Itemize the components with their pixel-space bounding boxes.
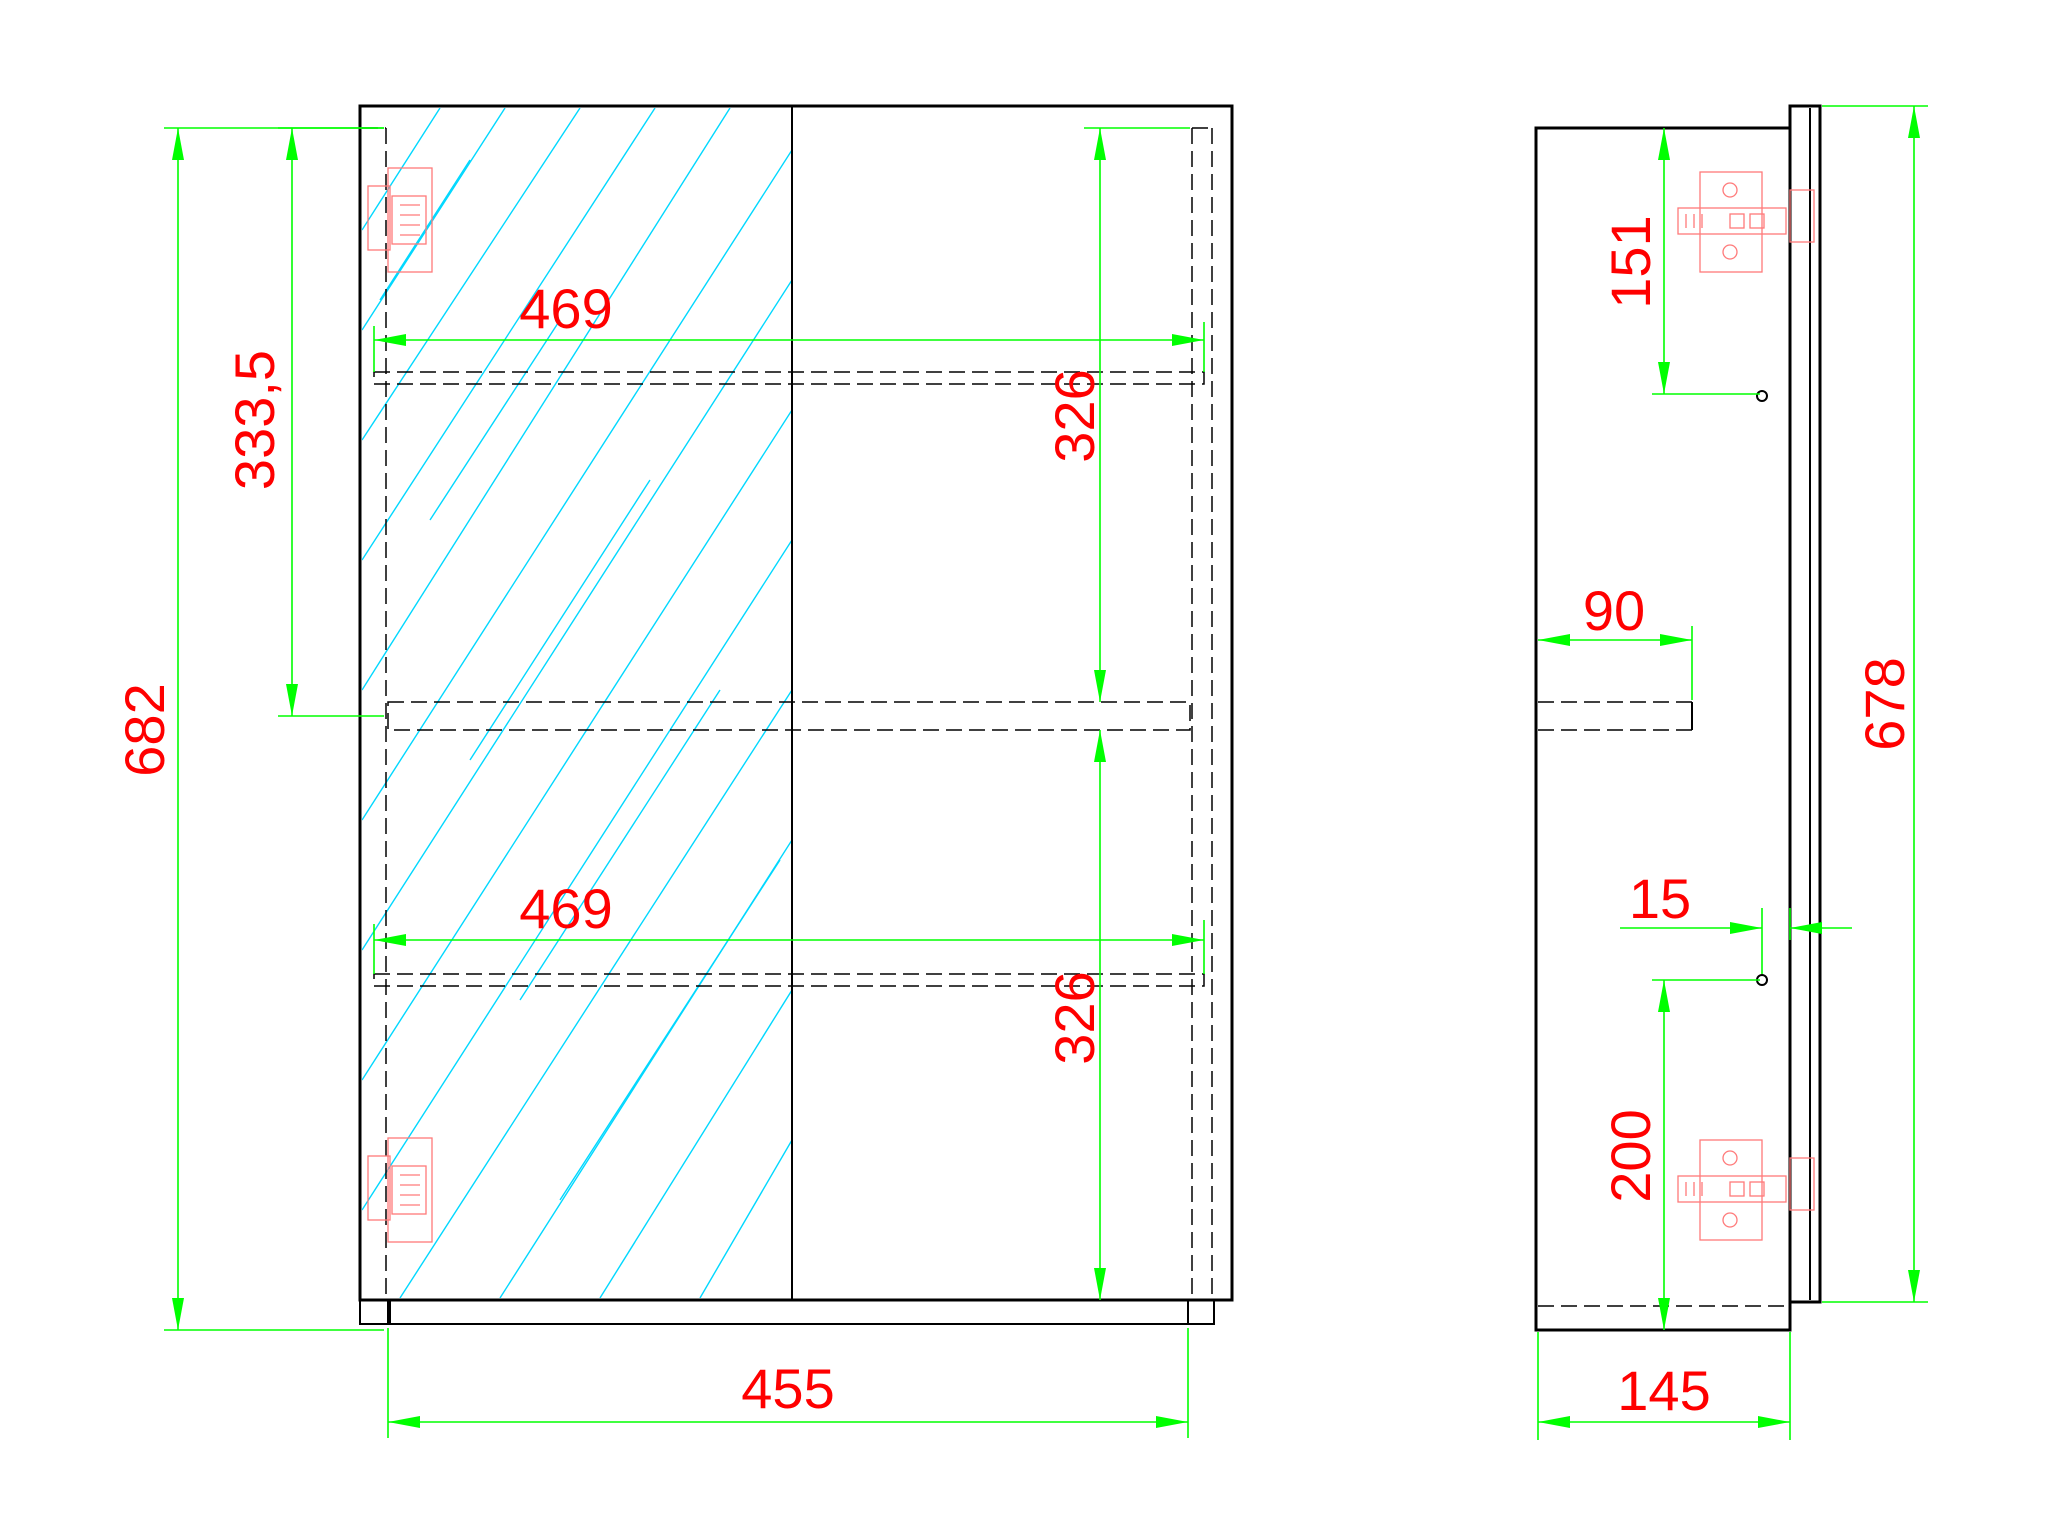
dimension-label-455: 455 <box>741 1357 834 1420</box>
dimension-label-151: 151 <box>1599 215 1662 308</box>
dimension-label-15: 15 <box>1629 867 1691 930</box>
dimension-label-469-lower: 469 <box>519 877 612 940</box>
plinth-left <box>359 1299 391 1325</box>
dimension-label-145: 145 <box>1617 1359 1710 1422</box>
dimension-side-overall-height: 678 <box>1822 105 1928 1303</box>
dimension-label-326-upper: 326 <box>1043 369 1106 462</box>
dimension-upper-shelf-width: 469 <box>373 277 1205 372</box>
dimension-label-678: 678 <box>1853 657 1916 750</box>
dimension-label-90: 90 <box>1583 579 1645 642</box>
upper-glass-shelf <box>373 371 1205 385</box>
dimension-top-hinge-offset: 151 <box>1599 128 1760 395</box>
dimension-overall-width: 455 <box>387 1328 1189 1438</box>
dimension-shelf-depth: 90 <box>1538 579 1693 700</box>
hinge-icon <box>1677 1139 1815 1241</box>
dimension-label-200: 200 <box>1599 1109 1662 1202</box>
dimension-label-326-lower: 326 <box>1043 971 1106 1064</box>
dimension-door-thickness: 15 <box>1620 867 1852 974</box>
cabinet-side-body <box>1534 126 1792 1332</box>
hinge-icon <box>1677 171 1815 273</box>
side-hidden-shelf <box>1538 701 1693 731</box>
dimension-overall-height: 682 <box>113 127 384 1331</box>
dimension-overall-depth: 145 <box>1537 1332 1791 1440</box>
dimension-label-682: 682 <box>113 683 176 776</box>
plinth-right <box>1187 1299 1215 1325</box>
dimension-upper-compartment: 326 <box>1043 127 1190 702</box>
middle-fixed-shelf <box>387 701 1191 731</box>
hinge-icon <box>367 167 433 273</box>
lower-glass-shelf <box>373 973 1205 987</box>
front-view: 682 333,5 469 469 <box>113 104 1234 1438</box>
hidden-carcass <box>362 127 1213 1298</box>
cabinet-front-frame <box>358 104 1234 1302</box>
dimension-bottom-hinge-offset: 200 <box>1599 979 1760 1330</box>
dimension-label-469-upper: 469 <box>519 277 612 340</box>
side-view: 151 90 15 200 <box>1534 104 1928 1440</box>
hinge-icon <box>367 1137 433 1243</box>
mirror-glass-hatch <box>362 108 792 1298</box>
dimension-shelf-height: 333,5 <box>223 127 384 717</box>
shelf-pin-hole-icon <box>1756 390 1768 402</box>
dimension-label-333-5: 333,5 <box>223 350 286 490</box>
dimension-lower-compartment: 326 <box>1043 730 1106 1300</box>
plinth-strip <box>387 1299 1189 1325</box>
door-side-profile <box>1788 104 1822 1304</box>
dimension-lower-shelf-width: 469 <box>373 877 1205 974</box>
